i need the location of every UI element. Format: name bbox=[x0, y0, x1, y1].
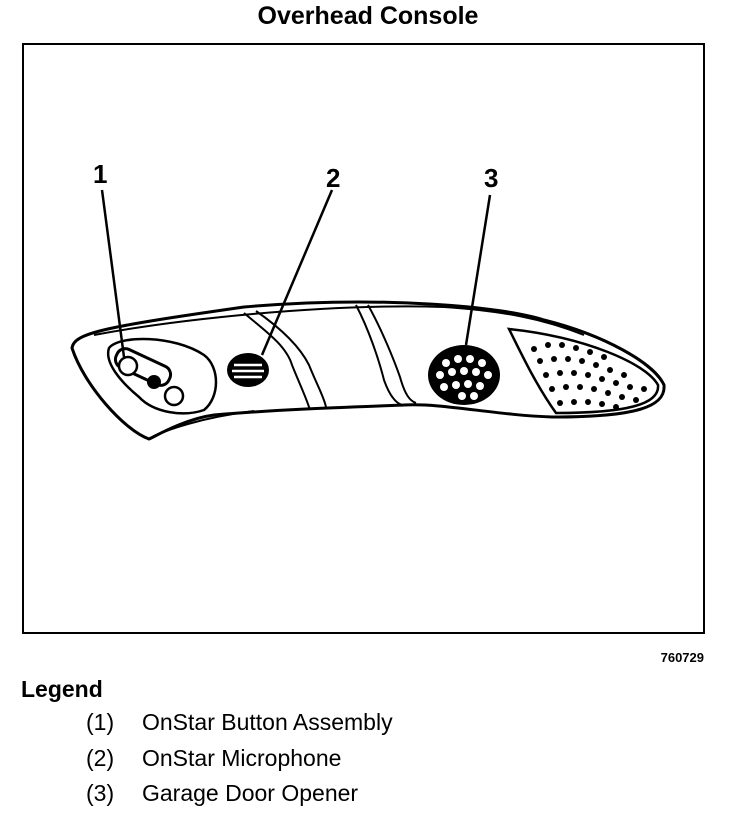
legend-heading: Legend bbox=[21, 676, 103, 702]
legend-item: (1) OnStar Button Assembly bbox=[86, 709, 393, 745]
legend-list: (1) OnStar Button Assembly (2) OnStar Micr… bbox=[86, 709, 393, 816]
onstar-microphone bbox=[227, 353, 269, 387]
callout-2: 2 bbox=[326, 163, 340, 193]
overhead-console-illustration: 1 2 3 bbox=[70, 159, 666, 441]
callout-1: 1 bbox=[93, 159, 107, 189]
legend-item-number: (3) bbox=[86, 780, 115, 806]
call-button-icon bbox=[147, 375, 161, 389]
legend-item-label: OnStar Microphone bbox=[142, 744, 342, 771]
callout-3: 3 bbox=[484, 163, 498, 193]
illustration-frame: 1 2 3 bbox=[22, 43, 705, 634]
legend-item-label: OnStar Button Assembly bbox=[142, 709, 393, 735]
legend-item-label: Garage Door Opener bbox=[142, 780, 359, 806]
legend-item: (3) Garage Door Opener bbox=[86, 780, 393, 816]
emergency-button-icon bbox=[163, 385, 185, 407]
legend-item-number: (1) bbox=[86, 709, 115, 735]
onstar-button-icon bbox=[117, 355, 139, 377]
page-title: Overhead Console bbox=[257, 2, 479, 30]
legend-item-number: (2) bbox=[86, 744, 115, 771]
textured-grip bbox=[506, 327, 660, 415]
onstar-button-assembly bbox=[106, 337, 218, 415]
legend-item: (2) OnStar Microphone bbox=[86, 745, 393, 781]
figure-number: 760729 bbox=[660, 650, 704, 665]
garage-door-opener bbox=[428, 345, 500, 405]
